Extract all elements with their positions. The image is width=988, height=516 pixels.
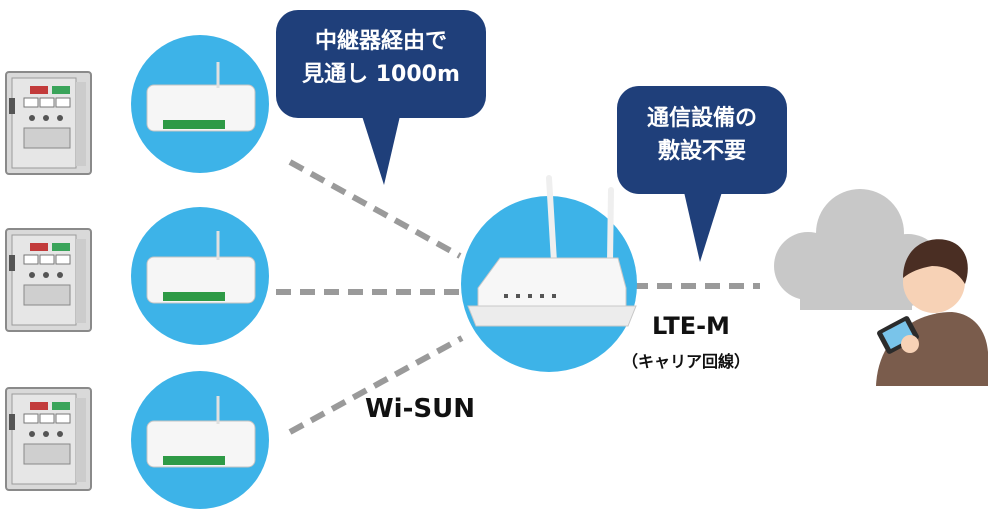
callout-relay: 中継器経由で 見通し 1000m xyxy=(276,25,486,91)
control-panel-1 xyxy=(5,71,92,175)
wisun-link-bottom xyxy=(288,335,464,435)
wisun-link-top xyxy=(288,159,462,259)
ltem-label: LTE-M xyxy=(652,312,730,340)
sensor-node-3 xyxy=(131,371,269,509)
gateway-node xyxy=(461,175,637,372)
user-with-tablet-icon xyxy=(876,239,988,386)
wisun-links xyxy=(276,159,464,435)
control-panel-2 xyxy=(5,228,92,332)
wisun-label: Wi-SUN xyxy=(365,394,475,424)
callout-no-infra-line2: 敷設不要 xyxy=(657,139,746,164)
sensor-node-2 xyxy=(131,207,269,345)
carrier-label: （キャリア回線） xyxy=(622,352,751,371)
callout-relay-bubble xyxy=(276,10,486,185)
callout-no-infra-bubble xyxy=(617,86,787,262)
callout-no-infra: 通信設備の 敷設不要 xyxy=(617,102,787,168)
callout-no-infra-line1: 通信設備の xyxy=(646,106,757,131)
callout-relay-line1: 中継器経由で xyxy=(314,29,447,54)
control-panel-3 xyxy=(5,387,92,491)
sensor-node-1 xyxy=(131,35,269,173)
callout-relay-line2: 見通し 1000m xyxy=(302,62,460,87)
